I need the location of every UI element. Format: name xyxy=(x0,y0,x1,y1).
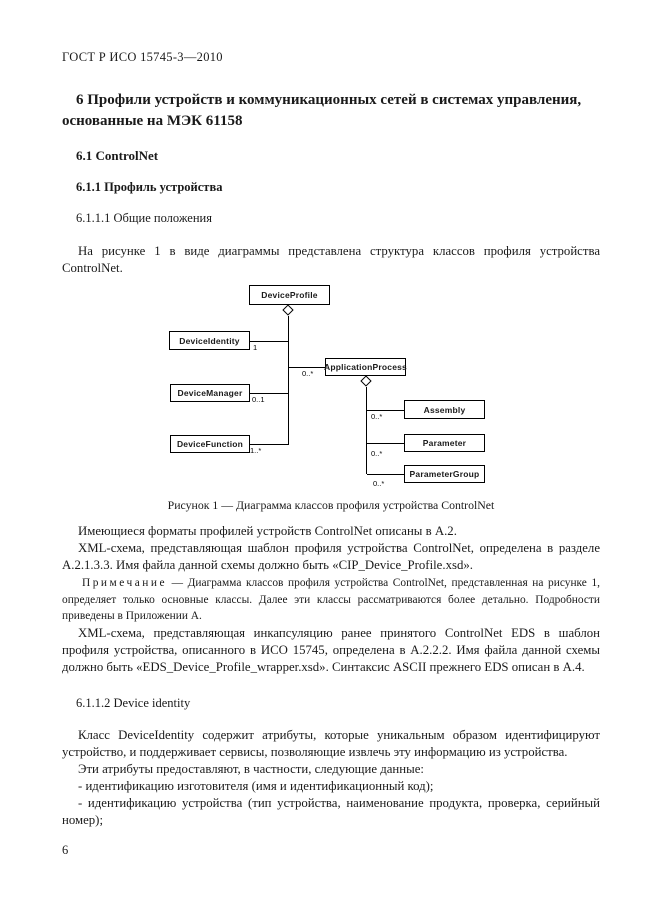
connector-line-applicationprocess xyxy=(289,367,325,368)
running-header: ГОСТ Р ИСО 15745-3—2010 xyxy=(62,50,223,64)
connector-line-assembly xyxy=(367,410,404,411)
class-box-applicationprocess: ApplicationProcess xyxy=(324,358,407,376)
aggregation-diamond-icon xyxy=(360,375,372,387)
paragraph-xml-eds: XML-схема, представляющая инкапсуляцию р… xyxy=(62,626,600,674)
aggregation-diamond-icon xyxy=(282,304,294,316)
list-item: - идентификацию устройства (тип устройст… xyxy=(62,796,600,827)
connector-line-devicemanager xyxy=(250,393,289,394)
list-item: - идентификацию изготовителя (имя и иден… xyxy=(78,779,434,793)
paragraph-xml-template: XML-схема, представляющая шаблон профиля… xyxy=(62,541,600,572)
section-heading-6-1: 6.1 ControlNet xyxy=(76,148,159,163)
multiplicity-parametergroup: 0..* xyxy=(373,479,385,488)
paragraph-device-identity-2: Эти атрибуты предоставляют, в частности,… xyxy=(78,762,424,776)
multiplicity-applicationprocess: 0..* xyxy=(302,369,314,378)
page-number: 6 xyxy=(62,843,69,857)
note-body: — Диаграмма классов профиля устройства C… xyxy=(62,577,600,622)
connector-line-devicefunction xyxy=(250,444,289,445)
class-box-assembly: Assembly xyxy=(404,400,485,419)
figure-caption: Рисунок 1 — Диаграмма классов профиля ус… xyxy=(167,498,495,512)
connector-line-parameter xyxy=(367,443,404,444)
connector-line-left-trunk xyxy=(288,316,289,444)
connector-line-deviceidentity xyxy=(250,341,289,342)
multiplicity-deviceidentity: 1 xyxy=(253,343,258,352)
class-box-deviceidentity: DeviceIdentity xyxy=(169,331,250,350)
class-box-devicefunction: DeviceFunction xyxy=(170,435,250,453)
multiplicity-devicemanager: 0..1 xyxy=(252,395,265,404)
class-box-devicemanager: DeviceManager xyxy=(170,384,250,402)
section-heading-6-1-1-1: 6.1.1.1 Общие положения xyxy=(76,211,212,225)
class-box-deviceprofile: DeviceProfile xyxy=(249,285,330,305)
paragraph-device-identity-1: Класс DeviceIdentity содержит атрибуты, … xyxy=(62,728,600,759)
class-box-parametergroup: ParameterGroup xyxy=(404,465,485,483)
note-paragraph: Примечание — Диаграмма классов профиля у… xyxy=(62,575,600,625)
connector-line-parametergroup xyxy=(367,474,404,475)
multiplicity-assembly: 0..* xyxy=(371,412,383,421)
connector-line-right-trunk xyxy=(366,387,367,474)
section-heading-6-1-1-2: 6.1.1.2 Device identity xyxy=(76,696,191,710)
note-label: Примечание xyxy=(82,577,168,589)
paragraph-intro: На рисунке 1 в виде диаграммы представле… xyxy=(62,244,600,275)
section-heading-6-1-1: 6.1.1 Профиль устройства xyxy=(76,180,223,194)
class-box-parameter: Parameter xyxy=(404,434,485,452)
paragraph-formats: Имеющиеся форматы профилей устройств Con… xyxy=(78,524,457,538)
multiplicity-parameter: 0..* xyxy=(371,449,383,458)
multiplicity-devicefunction: 1..* xyxy=(250,446,262,455)
section-heading-6: 6 Профили устройств и коммуникационных с… xyxy=(62,92,582,129)
